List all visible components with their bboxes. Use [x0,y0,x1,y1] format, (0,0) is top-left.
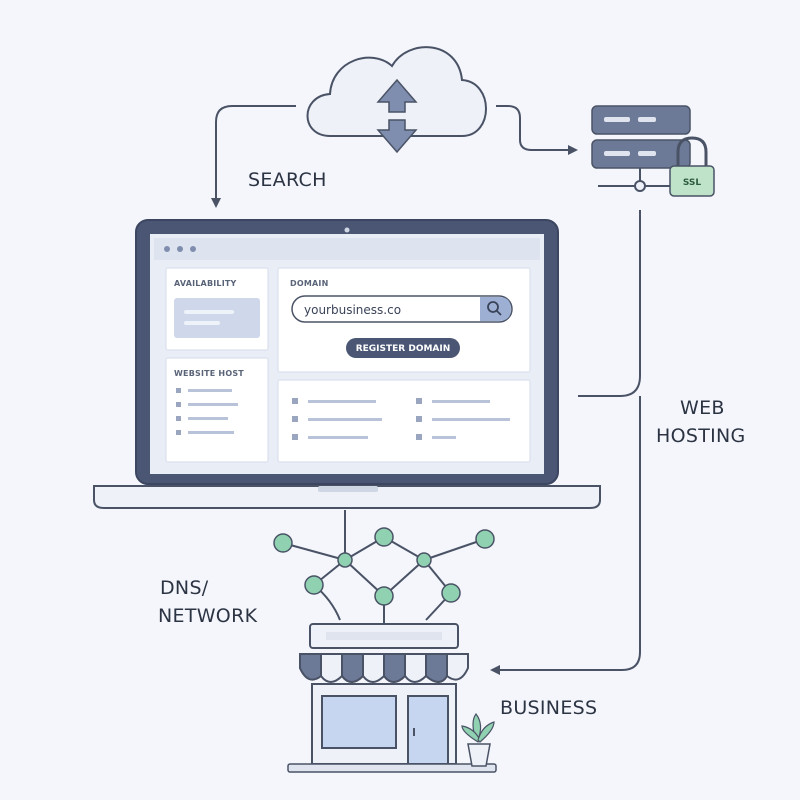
availability-title: AVAILABILITY [174,279,237,288]
web-hosting-label-line2: HOSTING [656,425,746,447]
register-domain-label: REGISTER DOMAIN [356,344,451,354]
hosting-connector [578,210,641,397]
window-dot-icon [177,246,183,252]
network-node [475,529,495,549]
dns-label-line1: DNS/ [160,577,209,599]
website-host-title: WEBSITE HOST [174,369,244,378]
browser-window: AVAILABILITY WEBSITE HOST DOMAIN yourbus… [154,238,540,463]
server-icon [591,105,691,192]
website-host-panel [165,357,269,463]
network-node [441,583,461,603]
network-node [374,527,394,547]
shop-window [321,695,397,749]
business-label: BUSINESS [500,697,597,719]
cloud-icon [306,46,487,154]
network-nodes [273,527,495,606]
lock-icon: SSL [669,136,715,197]
network-node [273,533,293,553]
network-node [337,552,353,568]
availability-card [174,298,260,338]
window-dot-icon [190,246,196,252]
up-down-arrow-icon [376,78,418,154]
network-node [374,586,394,606]
host-list [176,388,238,435]
window-dot-icon [164,246,170,252]
search-label: SEARCH [248,169,327,191]
ssl-label: SSL [683,178,702,188]
domain-search-input[interactable] [291,295,513,323]
search-icon[interactable] [480,297,511,321]
web-hosting-label-line1: WEB [680,397,725,419]
business-connector [490,396,641,675]
network-node [416,552,432,568]
plant-icon [461,713,495,767]
register-domain-button[interactable]: REGISTER DOMAIN [346,338,460,358]
storefront-icon [287,623,497,773]
cloud-server-connector [496,105,578,155]
domain-label: DOMAIN [290,279,328,288]
results-list [292,398,510,440]
domain-input-value: yourbusiness.co [304,303,401,317]
network-node [304,575,324,595]
search-connector [211,105,296,208]
dns-label-line2: NETWORK [158,605,258,627]
